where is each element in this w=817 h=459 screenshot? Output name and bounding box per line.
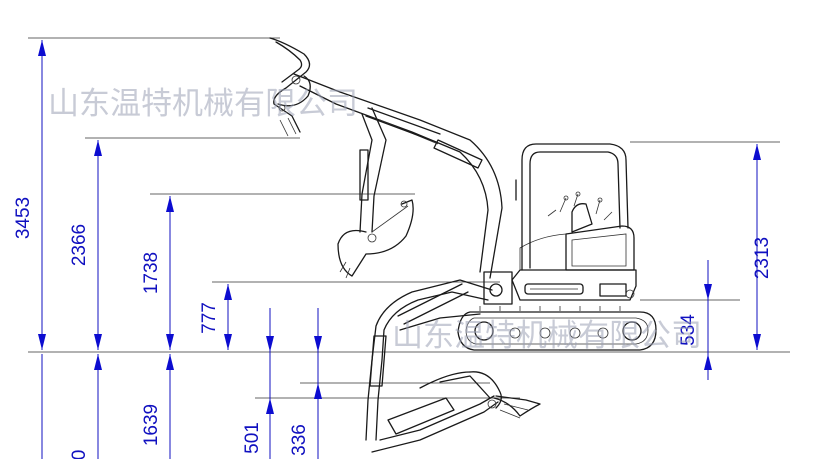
track-rollers	[474, 321, 642, 341]
boom-raised	[293, 73, 503, 279]
dim-label-2313: 2313	[752, 237, 773, 279]
dim-label-0: 0	[69, 450, 90, 459]
boom-lowered	[365, 279, 541, 453]
bucket-top	[269, 37, 311, 137]
watermark-top: 山东温特机械有限公司	[48, 86, 358, 122]
dim-label-3453: 3453	[13, 197, 34, 239]
engine-cover	[565, 225, 635, 271]
dim-label-534: 534	[678, 314, 699, 346]
reference-lines	[28, 37, 790, 399]
excavator-body	[457, 143, 657, 351]
watermarks: 山东温特机械有限公司 山东温特机械有限公司	[48, 86, 702, 354]
bucket-mid	[337, 199, 414, 277]
watermark-bottom: 山东温特机械有限公司	[392, 318, 702, 354]
canopy-frame	[521, 143, 629, 271]
dimension-lines	[38, 40, 761, 459]
dim-label-1639: 1639	[141, 404, 162, 446]
dimension-labels: 3453 2366 1738 777 2313 534 0 1639 501 3…	[13, 197, 773, 459]
dim-label-2366: 2366	[69, 224, 90, 266]
dim-label-777: 777	[199, 302, 220, 334]
operator-seat	[571, 203, 593, 233]
dim-label-1738: 1738	[141, 252, 162, 294]
bucket-lowered	[493, 395, 541, 417]
dim-label-501: 501	[242, 422, 263, 454]
dim-label-336: 336	[289, 424, 310, 456]
track-outline	[457, 311, 657, 351]
